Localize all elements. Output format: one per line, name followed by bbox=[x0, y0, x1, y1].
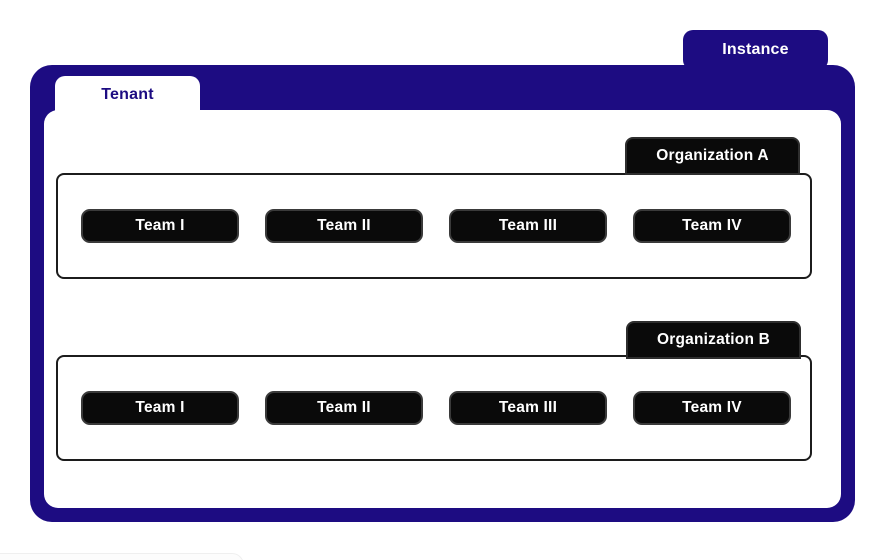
team-label: Team III bbox=[498, 399, 558, 416]
team-label: Team I bbox=[135, 217, 185, 234]
team-box: Team II bbox=[265, 391, 423, 425]
organization-a-group: Team I Team II Team III Team IV bbox=[56, 173, 812, 279]
team-box: Team I bbox=[81, 391, 239, 425]
team-label: Team II bbox=[317, 399, 371, 416]
organization-a-label: Organization A bbox=[656, 147, 769, 164]
organization-b-label: Organization B bbox=[656, 331, 771, 348]
tenant-tab: Tenant bbox=[55, 76, 200, 113]
instance-container: Tenant Organization A Team I Team II Tea… bbox=[30, 65, 855, 522]
team-label: Team IV bbox=[682, 399, 742, 416]
organization-b-tab: Organization B bbox=[626, 321, 801, 359]
team-box: Team III bbox=[449, 209, 607, 243]
cutoff-card-edge bbox=[0, 553, 244, 560]
team-box: Team II bbox=[265, 209, 423, 243]
team-box: Team I bbox=[81, 209, 239, 243]
team-label: Team IV bbox=[682, 217, 742, 234]
organization-a-team-row: Team I Team II Team III Team IV bbox=[58, 209, 810, 243]
tenant-container: Organization A Team I Team II Team III T… bbox=[44, 110, 841, 508]
team-label: Team II bbox=[317, 217, 371, 234]
organization-b-team-row: Team I Team II Team III Team IV bbox=[58, 391, 810, 425]
team-label: Team I bbox=[135, 399, 185, 416]
organization-a-tab: Organization A bbox=[625, 137, 800, 175]
organization-b-group: Team I Team II Team III Team IV bbox=[56, 355, 812, 461]
instance-label: Instance bbox=[722, 41, 789, 58]
team-box: Team IV bbox=[633, 391, 791, 425]
instance-tab: Instance bbox=[683, 30, 828, 70]
tenant-label: Tenant bbox=[101, 85, 154, 103]
team-box: Team III bbox=[449, 391, 607, 425]
team-box: Team IV bbox=[633, 209, 791, 243]
team-label: Team III bbox=[498, 217, 558, 234]
